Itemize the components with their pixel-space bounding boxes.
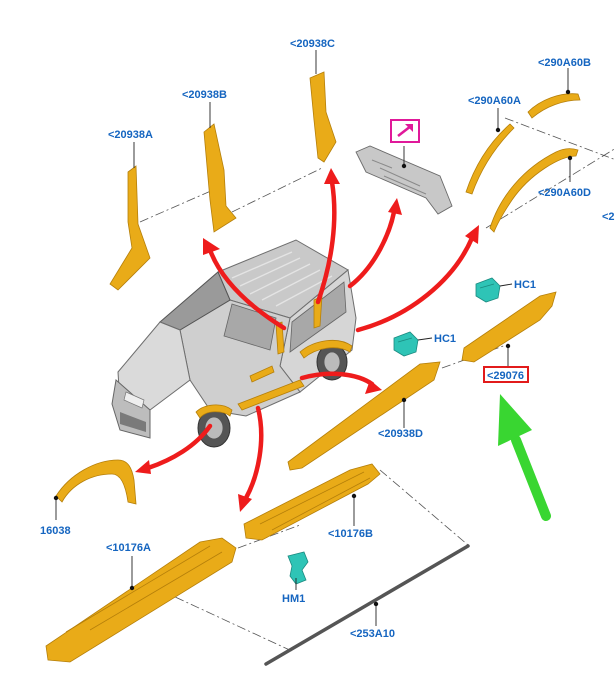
label-290A60D[interactable]: <290A60D xyxy=(538,187,591,199)
clip-hm1[interactable] xyxy=(287,551,309,585)
label-hm1[interactable]: HM1 xyxy=(282,593,305,605)
leader-lines xyxy=(53,50,573,626)
part-20938C[interactable] xyxy=(309,71,337,163)
label-edge-partial[interactable]: <2 xyxy=(602,211,615,223)
part-290A60B[interactable] xyxy=(527,93,581,119)
green-arrow-icon xyxy=(498,394,551,521)
label-10176A[interactable]: <10176A xyxy=(106,542,151,554)
label-290A60A[interactable]: <290A60A xyxy=(468,95,521,107)
label-10176B[interactable]: <10176B xyxy=(328,528,373,540)
part-labels: <20938A <20938B <20938C <290A60A <290A60… xyxy=(40,38,615,640)
label-hc1-upper[interactable]: HC1 xyxy=(514,279,536,291)
label-hc1-lower[interactable]: HC1 xyxy=(434,333,456,345)
part-290A60D[interactable] xyxy=(489,148,579,233)
label-253A10[interactable]: <253A10 xyxy=(350,628,395,640)
part-20938D[interactable] xyxy=(287,361,441,471)
label-20938D[interactable]: <20938D xyxy=(378,428,423,440)
red-arrows xyxy=(135,168,479,512)
part-10176A[interactable] xyxy=(45,537,237,663)
part-20938B[interactable] xyxy=(203,123,237,233)
label-29076[interactable]: <29076 xyxy=(487,370,524,382)
label-20938B[interactable]: <20938B xyxy=(182,89,227,101)
clip-hc1-lower[interactable] xyxy=(393,331,419,357)
external-link-icon[interactable] xyxy=(390,119,420,143)
part-29076[interactable] xyxy=(461,291,557,363)
van-illustration xyxy=(111,239,357,448)
label-20938C[interactable]: <20938C xyxy=(290,38,335,50)
part-bracket-link[interactable] xyxy=(355,145,453,215)
part-16038[interactable] xyxy=(55,459,137,505)
label-16038[interactable]: 16038 xyxy=(40,525,71,537)
part-290A60A[interactable] xyxy=(465,123,515,195)
label-20938A[interactable]: <20938A xyxy=(108,129,153,141)
highlight-box xyxy=(483,366,529,383)
label-290A60B[interactable]: <290A60B xyxy=(538,57,591,69)
part-10176B[interactable] xyxy=(243,463,381,541)
part-20938A[interactable] xyxy=(109,165,151,291)
part-253A10[interactable] xyxy=(264,544,470,666)
clip-hc1-upper[interactable] xyxy=(475,277,501,303)
